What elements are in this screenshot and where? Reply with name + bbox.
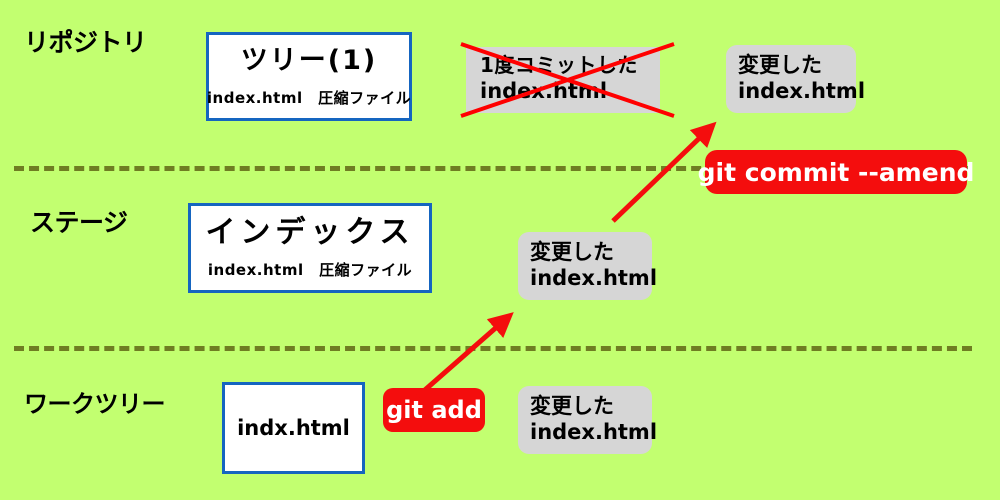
amended-commit-chip-line1: 変更した: [738, 52, 822, 77]
old-commit-chip-line1: 1度コミットした: [480, 53, 638, 78]
stage-changed-file-chip: 変更した index.html: [518, 232, 658, 300]
worktree-changed-file-chip-line2: index.html: [530, 420, 658, 444]
amended-commit-chip: 変更した index.html: [726, 45, 866, 113]
stage-changed-file-chip-line1: 変更した: [530, 239, 614, 264]
worktree-changed-file-chip-line1: 変更した: [530, 393, 614, 418]
worktree-changed-file-chip: 変更した index.html: [518, 386, 658, 454]
tree-box-subtitle: index.html 圧縮ファイル: [206, 89, 412, 107]
worktree-file-box: indx.html: [222, 382, 365, 474]
amended-commit-chip-line2: index.html: [738, 79, 866, 103]
index-box-title: インデックス: [205, 215, 415, 250]
index-box-subtitle: index.html 圧縮ファイル: [207, 261, 413, 279]
git-add-command-badge: git add: [383, 388, 485, 432]
zone-label-repository: リポジトリ: [24, 28, 147, 57]
tree-box-title: ツリー(1): [240, 45, 378, 76]
tree-box: ツリー(1) index.html 圧縮ファイル: [206, 32, 412, 121]
zone-label-worktree: ワークツリー: [24, 390, 166, 418]
git-commit-amend-command-badge: git commit --amend: [698, 150, 974, 194]
worktree-file-box-title: indx.html: [237, 415, 350, 440]
stage-changed-file-chip-line2: index.html: [530, 266, 658, 290]
old-commit-chip-line2: index.html: [480, 79, 608, 104]
zone-label-stage: ステージ: [30, 208, 128, 237]
separator-repository-stage: [14, 166, 972, 171]
index-box: インデックス index.html 圧縮ファイル: [188, 203, 432, 293]
old-commit-chip: 1度コミットした index.html: [466, 47, 660, 113]
separator-stage-worktree: [14, 346, 972, 351]
